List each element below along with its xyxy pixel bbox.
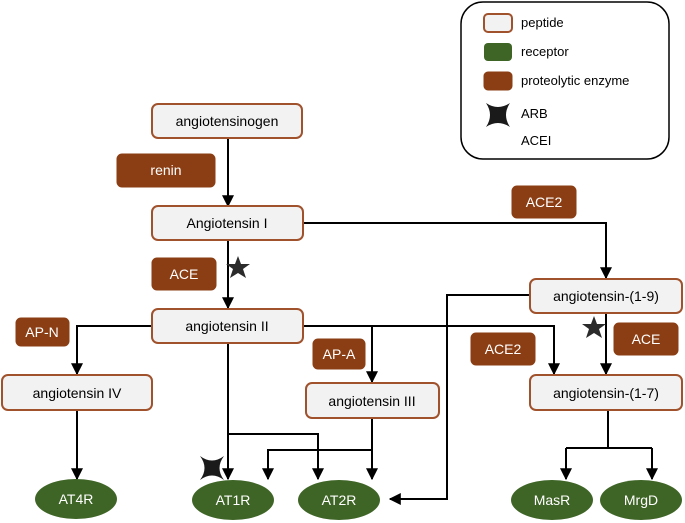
enzyme-ap-n (15, 317, 70, 347)
enzyme-labels: renin ACE ACE2 AP-N AP-A ACE2 ACE (15, 153, 679, 370)
node-angiotensin-iii (305, 382, 440, 419)
enzyme-renin (116, 153, 216, 188)
node-angiotensinogen-label: angiotensinogen (176, 113, 279, 129)
receptor-at2r-label: AT2R (322, 492, 357, 508)
legend-enzyme-swatch (483, 71, 513, 91)
edge-ang1-to-ang19 (303, 222, 612, 280)
legend-acei-label: ACEI (521, 133, 551, 148)
acei-star-right-icon (582, 316, 606, 338)
enzyme-renin-label: renin (150, 162, 181, 178)
legend-peptide-swatch (483, 13, 513, 33)
node-angiotensin-i (151, 205, 304, 241)
legend-arb-label: ARB (521, 106, 548, 121)
edge-ang3-to-at1r (262, 418, 373, 481)
edge-ang17-to-receptors (566, 410, 652, 449)
node-angiotensin-1-9-label: angiotensin-(1-9) (553, 288, 659, 304)
node-angiotensin-iii-label: angiotensin III (328, 393, 415, 409)
node-angiotensin-iv (1, 374, 153, 411)
acei-star-icon (226, 256, 250, 278)
receptor-at4r (35, 479, 117, 519)
edge-ang2-to-ang4 (71, 325, 152, 376)
node-angiotensin-1-9 (529, 278, 683, 314)
enzyme-ace2-mid-label: ACE2 (485, 341, 522, 357)
receptor-nodes: AT4R AT1R AT2R MasR MrgD (35, 479, 682, 520)
enzyme-ap-a-label: AP-A (323, 346, 356, 362)
receptor-at2r (298, 480, 380, 520)
enzyme-ace-right (613, 322, 679, 356)
legend-peptide-label: peptide (521, 15, 564, 30)
enzyme-ace-left (151, 257, 217, 291)
node-angiotensin-1-7-label: angiotensin-(1-7) (553, 385, 659, 401)
enzyme-ace-right-label: ACE (632, 331, 661, 347)
legend-enzyme-label: proteolytic enzyme (521, 73, 629, 88)
node-angiotensinogen (151, 103, 303, 139)
node-angiotensin-1-7 (529, 374, 683, 411)
enzyme-ace2-top (511, 185, 577, 219)
node-angiotensin-ii-label: angiotensin II (185, 318, 268, 334)
enzyme-ace-left-label: ACE (170, 266, 199, 282)
receptor-masr (511, 480, 593, 520)
legend-receptor-label: receptor (521, 44, 569, 59)
legend-receptor-swatch (484, 43, 512, 61)
legend-arb-icon (486, 103, 510, 127)
edge-ang2-to-at2r (228, 433, 324, 481)
legend: peptide receptor proteolytic enzyme ARB … (460, 1, 670, 160)
node-angiotensin-i-label: Angiotensin I (187, 215, 268, 231)
node-angiotensin-iv-label: angiotensin IV (33, 385, 122, 401)
node-angiotensin-ii (151, 308, 304, 344)
enzyme-ap-n-label: AP-N (25, 324, 58, 340)
receptor-mrgd-label: MrgD (624, 492, 658, 508)
arb-marker-icon (200, 456, 224, 480)
legend-frame (460, 1, 670, 160)
peptide-nodes: angiotensinogen Angiotensin I angiotensi… (1, 103, 683, 419)
receptor-at4r-label: AT4R (59, 491, 94, 507)
connectors (71, 138, 658, 505)
receptor-at1r-label: AT1R (216, 492, 251, 508)
inhibitor-markers (200, 256, 606, 480)
edge-ang2-to-ang17 (303, 325, 560, 376)
receptor-mrgd (600, 480, 682, 520)
edge-ang19-to-at2r (388, 294, 530, 505)
enzyme-ap-a (312, 338, 366, 370)
receptor-masr-label: MasR (534, 492, 571, 508)
enzyme-ace2-mid (470, 332, 536, 366)
enzyme-ace2-top-label: ACE2 (526, 194, 563, 210)
receptor-at1r (192, 480, 274, 520)
